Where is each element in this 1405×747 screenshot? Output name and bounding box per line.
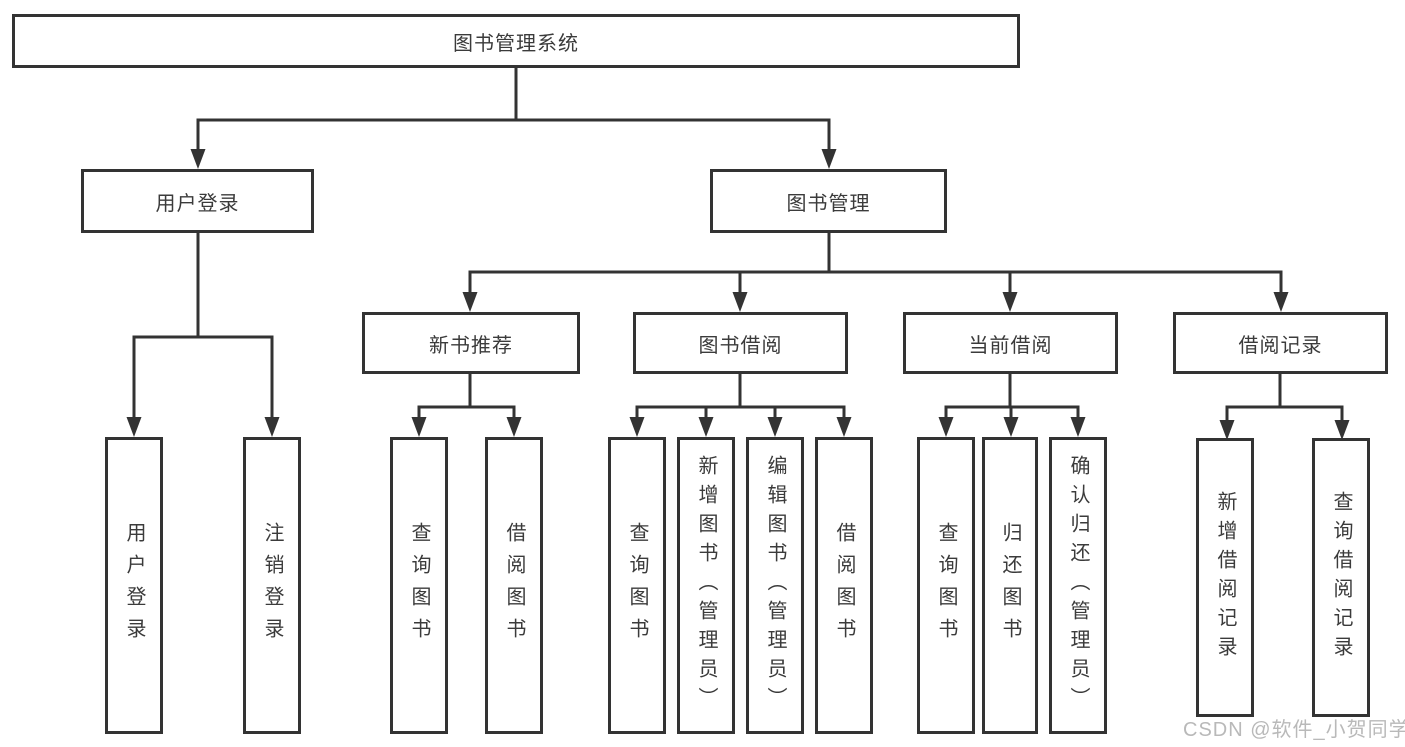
- node-label: 新增借阅记录: [1214, 490, 1236, 665]
- connector-newbook-to-leaves: [411, 372, 522, 437]
- node-label: 查询图书: [626, 521, 648, 650]
- node-leaf-borrow-books: 借阅图书: [815, 437, 873, 734]
- connector-root-to-level1: [190, 67, 837, 169]
- node-book-borrowing: 图书借阅: [633, 312, 848, 374]
- node-current-borrowing: 当前借阅: [903, 312, 1118, 374]
- connector-bookmgmt-to-level2: [462, 232, 1289, 312]
- node-leaf-edit-book-admin: 编辑图书（管理员）: [746, 437, 804, 734]
- node-book-management: 图书管理: [710, 169, 947, 233]
- node-label: 确认归还（管理员）: [1067, 455, 1089, 716]
- node-leaf-query-books-borrow: 查询图书: [608, 437, 666, 734]
- node-leaf-return-books: 归还图书: [982, 437, 1038, 734]
- connector-borrowrecord-to-leaves: [1219, 372, 1350, 440]
- node-leaf-borrow-books-newbook: 借阅图书: [485, 437, 543, 734]
- node-label: 注销登录: [261, 521, 283, 650]
- node-label: 查询图书: [408, 521, 430, 650]
- node-library-management-system: 图书管理系统: [12, 14, 1020, 68]
- node-label: 借阅图书: [503, 521, 525, 650]
- node-leaf-confirm-return-admin: 确认归还（管理员）: [1049, 437, 1107, 734]
- node-leaf-query-borrow-record: 查询借阅记录: [1312, 438, 1370, 717]
- node-label: 查询图书: [935, 521, 957, 650]
- node-label: 归还图书: [999, 521, 1021, 650]
- connector-userlogin-to-leaves: [126, 232, 280, 437]
- node-label: 用户登录: [123, 521, 145, 650]
- node-label: 借阅图书: [833, 521, 855, 650]
- node-leaf-add-book-admin: 新增图书（管理员）: [677, 437, 735, 734]
- node-new-book-recommend: 新书推荐: [362, 312, 580, 374]
- node-borrowing-records: 借阅记录: [1173, 312, 1388, 374]
- node-leaf-add-borrow-record: 新增借阅记录: [1196, 438, 1254, 717]
- node-leaf-query-books-newbook: 查询图书: [390, 437, 448, 734]
- node-label: 编辑图书（管理员）: [764, 455, 786, 716]
- node-user-login: 用户登录: [81, 169, 314, 233]
- csdn-watermark: CSDN @软件_小贺同学: [1183, 719, 1405, 741]
- node-leaf-query-books-current: 查询图书: [917, 437, 975, 734]
- node-leaf-user-login: 用户登录: [105, 437, 163, 734]
- connector-bookborrow-to-leaves: [629, 372, 852, 437]
- node-label: 查询借阅记录: [1330, 490, 1352, 665]
- connector-currentborrow-to-leaves: [938, 372, 1086, 437]
- node-label: 新增图书（管理员）: [695, 455, 717, 716]
- node-leaf-logout: 注销登录: [243, 437, 301, 734]
